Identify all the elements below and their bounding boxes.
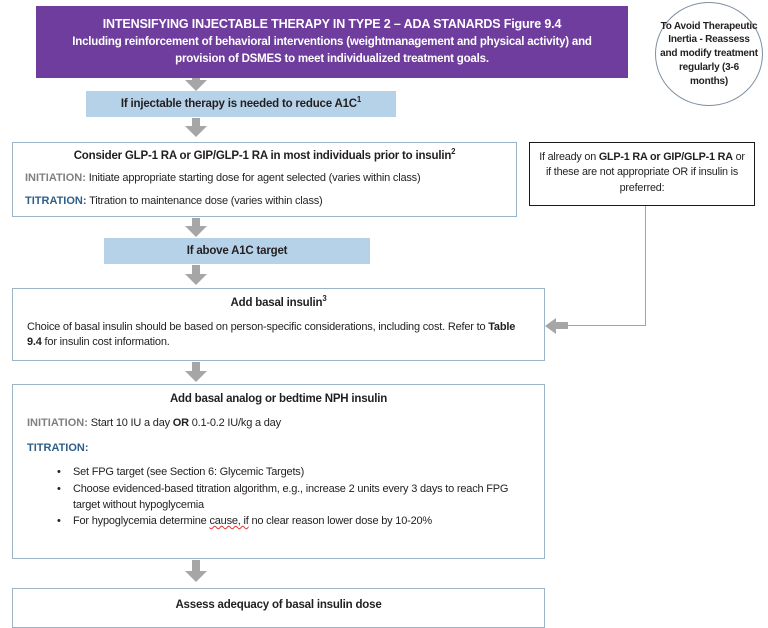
connector-arrow-tail	[556, 322, 568, 329]
bullet-2-text: Choose evidenced-based titration algorit…	[73, 482, 509, 511]
list-item: For hypoglycemia determine cause, if no …	[57, 514, 530, 530]
consider-glp1-superscript: 2	[451, 147, 456, 157]
header-banner: INTENSIFYING INJECTABLE THERAPY IN TYPE …	[36, 6, 628, 78]
node-consider-glp1-titration: TITRATION: Titration to maintenance dose…	[25, 194, 504, 209]
basal-body-part2: for insulin cost information.	[41, 336, 170, 349]
already-on-part1: If already on	[539, 151, 599, 163]
injectable-superscript: 1	[356, 95, 362, 105]
node-add-basal-analog: Add basal analog or bedtime NPH insulin …	[12, 384, 545, 559]
node-add-basal-insulin: Add basal insulin3 Choice of basal insul…	[12, 288, 545, 361]
injectable-label-text: If injectable therapy is needed to reduc…	[120, 98, 357, 110]
connector-vertical-feedback	[645, 206, 647, 326]
list-item: Choose evidenced-based titration algorit…	[57, 482, 530, 513]
analog-titration-label: TITRATION:	[27, 442, 89, 455]
bullet-1-text: Set FPG target (see Section 6: Glycemic …	[73, 466, 305, 479]
initiation-text: Initiate appropriate starting dose for a…	[85, 172, 421, 184]
analog-initiation-part2: 0.1-0.2 IU/kg a day	[188, 417, 281, 429]
analog-initiation-or: OR	[172, 417, 189, 429]
basal-body-table-ref: Table 9.4	[27, 321, 516, 349]
already-on-bold: GLP-1 RA or GIP/GLP-1 RA	[598, 151, 733, 163]
basal-body-part1: Choice of basal insulin should be based …	[27, 321, 489, 333]
arrow-header-to-injectable	[185, 78, 207, 91]
arrow-analog-to-assess	[185, 560, 207, 584]
node-above-a1c-target: If above A1C target	[104, 238, 370, 264]
node-add-basal-analog-titration: TITRATION:	[27, 441, 530, 456]
node-consider-glp1-title: Consider GLP-1 RA or GIP/GLP-1 RA in mos…	[25, 147, 504, 162]
initiation-label: INITIATION:	[25, 172, 86, 184]
node-consider-glp1-initiation: INITIATION: Initiate appropriate startin…	[25, 171, 504, 186]
header-title: INTENSIFYING INJECTABLE THERAPY IN TYPE …	[102, 17, 562, 32]
already-on-part2: or if these are not appropriate OR if in…	[545, 151, 745, 194]
consider-glp1-title-text: Consider GLP-1 RA or GIP/GLP-1 RA in mos…	[73, 150, 452, 162]
list-item: Set FPG target (see Section 6: Glycemic …	[57, 465, 530, 481]
node-injectable-therapy-needed-label: If injectable therapy is needed to reduc…	[120, 95, 362, 110]
therapeutic-inertia-text: To Avoid Therapeutic Inertia - Reassess …	[660, 20, 758, 87]
node-add-basal-analog-initiation: INITIATION: Start 10 IU a day OR 0.1-0.2…	[27, 416, 530, 431]
titration-text: Titration to maintenance dose (varies wi…	[86, 195, 323, 208]
node-already-on-glp1-text: If already on GLP-1 RA or GIP/GLP-1 RA o…	[538, 150, 746, 196]
analog-initiation-label: INITIATION:	[27, 417, 88, 429]
node-injectable-therapy-needed: If injectable therapy is needed to reduc…	[86, 91, 396, 117]
arrow-basal-insulin-to-analog	[185, 362, 207, 384]
arrow-injectable-to-glp1	[185, 118, 207, 138]
bullet-3-post: no clear reason lower dose by 10-20%	[248, 515, 433, 528]
bullet-3-misspelled: cause, if	[209, 515, 249, 528]
add-basal-insulin-superscript: 3	[322, 294, 327, 304]
node-add-basal-analog-bullet-list: Set FPG target (see Section 6: Glycemic …	[27, 465, 530, 529]
header-subtitle: Including reinforcement of behavioral in…	[72, 36, 592, 65]
node-assess-adequacy-title: Assess adequacy of basal insulin dose	[175, 599, 382, 611]
node-above-a1c-target-label: If above A1C target	[186, 245, 288, 257]
therapeutic-inertia-oval: To Avoid Therapeutic Inertia - Reassess …	[655, 2, 763, 106]
node-add-basal-analog-title: Add basal analog or bedtime NPH insulin	[169, 393, 388, 405]
add-basal-insulin-title-text: Add basal insulin	[230, 297, 323, 309]
analog-initiation-part1: Start 10 IU a day	[87, 417, 173, 429]
node-add-basal-insulin-title: Add basal insulin3	[27, 294, 530, 309]
node-already-on-glp1: If already on GLP-1 RA or GIP/GLP-1 RA o…	[529, 142, 755, 206]
bullet-3-pre: For hypoglycemia determine	[73, 515, 210, 528]
arrow-glp1-to-above-a1c	[185, 218, 207, 238]
flowchart-canvas: INTENSIFYING INJECTABLE THERAPY IN TYPE …	[0, 0, 768, 615]
titration-label: TITRATION:	[25, 195, 87, 208]
node-add-basal-insulin-body: Choice of basal insulin should be based …	[27, 320, 530, 350]
node-consider-glp1: Consider GLP-1 RA or GIP/GLP-1 RA in mos…	[12, 142, 517, 217]
connector-arrow-head-left	[545, 318, 556, 334]
connector-horizontal-feedback	[565, 325, 646, 327]
node-assess-adequacy: Assess adequacy of basal insulin dose	[12, 588, 545, 628]
arrow-above-a1c-to-basal-insulin	[185, 265, 207, 287]
